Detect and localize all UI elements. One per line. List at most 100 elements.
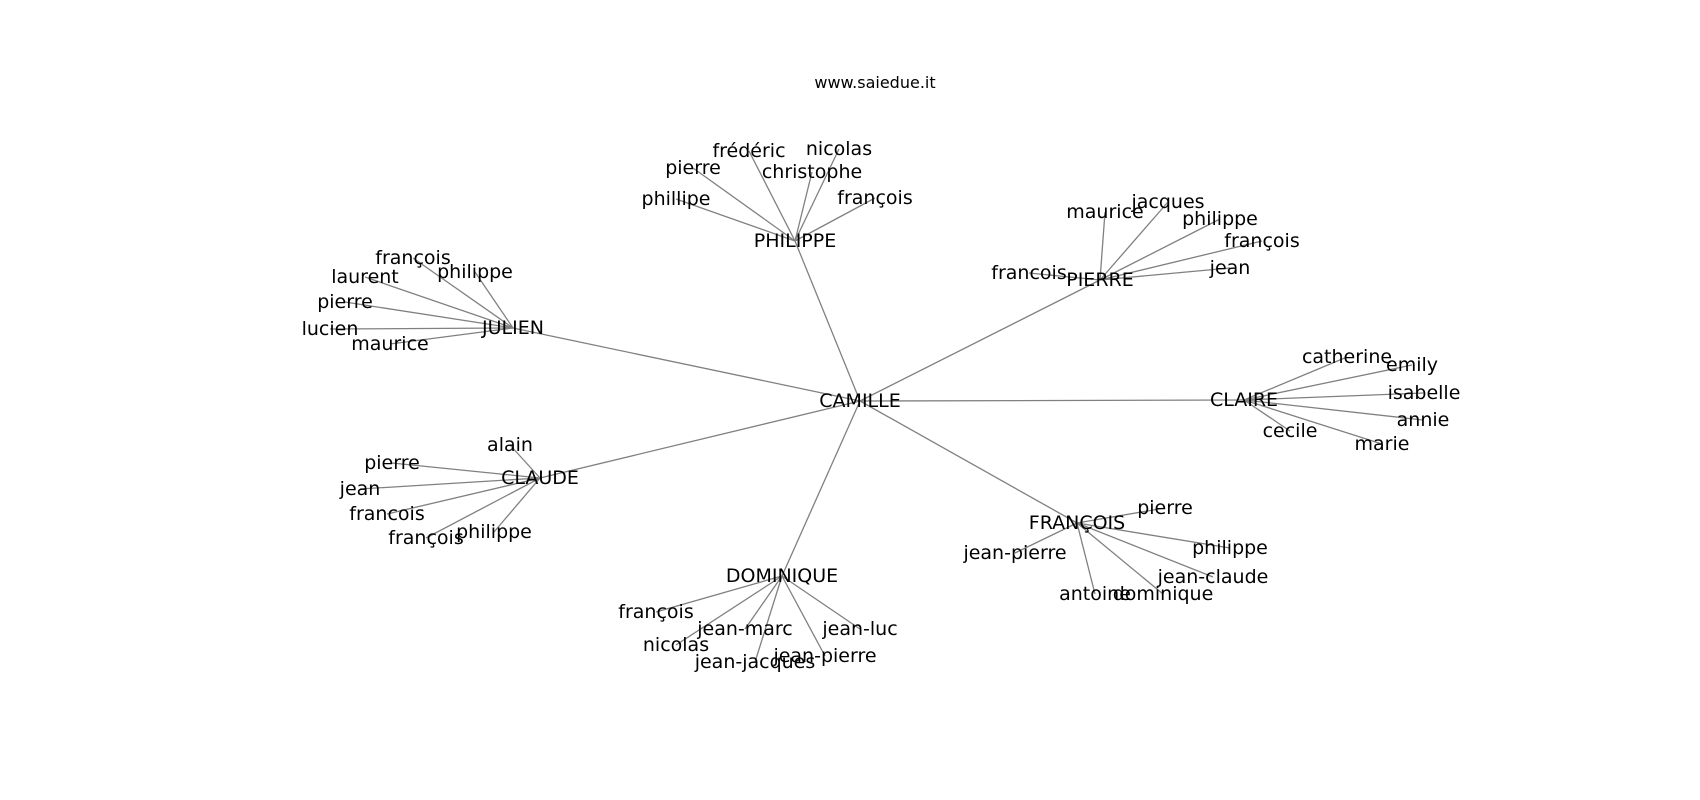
leaf-node-label: laurent: [331, 266, 399, 288]
edge-hub-to-leaf: [1099, 218, 1221, 281]
leaf-node-label: catherine: [1302, 346, 1392, 368]
edge-hub-to-leaf: [675, 198, 796, 242]
hub-node-label: JULIEN: [481, 317, 544, 339]
edge-hub-to-leaf: [359, 477, 541, 490]
edge-hub-to-leaf: [1243, 356, 1348, 401]
leaf-node-label: pierre: [1137, 497, 1193, 519]
edge-center-to-hub: [859, 399, 1245, 402]
leaf-node-label: frédéric: [712, 140, 785, 162]
leaf-node-label: pierre: [665, 157, 721, 179]
edge-center-to-hub: [859, 279, 1101, 402]
leaf-node-label: jacques: [1130, 191, 1204, 213]
edge-center-to-hub: [859, 400, 1078, 524]
leaf-node-label: françois: [837, 187, 912, 209]
leaf-node-label: marie: [1355, 433, 1410, 455]
edge-center-to-hub: [794, 240, 861, 402]
edge-hub-to-leaf: [1076, 522, 1096, 595]
edge-hub-to-leaf: [1243, 399, 1291, 432]
edge-center-to-hub: [512, 327, 861, 402]
edge-hub-to-leaf: [1076, 522, 1164, 595]
leaf-node-label: jean-luc: [821, 618, 897, 640]
leaf-node-label: alain: [487, 434, 533, 456]
leaf-node-label: annie: [1397, 409, 1450, 431]
hub-node-label: CLAIRE: [1210, 389, 1278, 411]
edge-hub-to-leaf: [474, 271, 514, 329]
leaf-node-label: cecile: [1263, 420, 1318, 442]
leaf-node-label: nicolas: [806, 138, 872, 160]
edge-hub-to-leaf: [1099, 240, 1263, 281]
edge-hub-to-leaf: [1099, 201, 1169, 281]
hub-node-label: DOMINIQUE: [726, 565, 838, 587]
leaf-node-label: pierre: [317, 291, 373, 313]
edge-hub-to-leaf: [1243, 392, 1425, 401]
leaf-node-label: pierre: [364, 452, 420, 474]
label-layer: phillipepierrefrédéricchristophenicolasf…: [302, 138, 1461, 673]
leaf-node-label: philippe: [1182, 208, 1258, 230]
edge-center-to-hub: [781, 400, 861, 577]
edge-hub-to-leaf: [794, 148, 840, 242]
leaf-node-label: françois: [1224, 230, 1299, 252]
edge-hub-to-leaf: [1076, 522, 1214, 578]
leaf-node-label: françois: [388, 527, 463, 549]
center-node-label: CAMILLE: [819, 390, 900, 412]
leaf-node-label: isabelle: [1388, 382, 1461, 404]
edge-hub-to-leaf: [655, 575, 783, 613]
edge-hub-to-leaf: [1099, 267, 1231, 281]
edge-hub-to-leaf: [329, 327, 514, 330]
edge-hub-to-leaf: [692, 167, 796, 242]
leaf-node-label: philippe: [1192, 537, 1268, 559]
edge-hub-to-leaf: [1243, 399, 1424, 421]
leaf-node-label: antoine: [1059, 583, 1131, 605]
edge-hub-to-leaf: [1028, 272, 1101, 281]
edge-hub-to-leaf: [1014, 522, 1078, 554]
edge-hub-to-leaf: [386, 477, 541, 515]
leaf-node-label: françois: [375, 247, 450, 269]
hub-node-label: PIERRE: [1066, 269, 1133, 291]
leaf-node-label: jean-claude: [1157, 566, 1269, 588]
leaf-node-label: emily: [1386, 354, 1438, 376]
edge-hub-to-leaf: [675, 575, 783, 646]
leaf-node-label: nicolas: [643, 634, 709, 656]
leaf-node-label: francois: [991, 262, 1066, 284]
edge-hub-to-leaf: [1099, 211, 1106, 281]
edge-hub-to-leaf: [794, 197, 876, 242]
edge-hub-to-leaf: [389, 327, 514, 345]
edge-hub-to-leaf: [748, 150, 796, 242]
edge-hub-to-leaf: [744, 575, 783, 630]
hub-node-label: FRANÇOIS: [1029, 512, 1125, 534]
edge-hub-to-leaf: [781, 575, 826, 657]
edge-hub-to-leaf: [509, 444, 541, 479]
leaf-node-label: jean: [339, 478, 381, 500]
leaf-node-label: jean-pierre: [962, 542, 1066, 564]
leaf-node-label: phillipe: [642, 188, 711, 210]
hub-node-label: CLAUDE: [501, 467, 579, 489]
leaf-node-label: jean-marc: [696, 618, 793, 640]
edge-hub-to-leaf: [1243, 399, 1383, 445]
edge-hub-to-leaf: [425, 477, 541, 539]
edge-hub-to-leaf: [754, 575, 783, 663]
hub-node-label: PHILIPPE: [754, 230, 836, 252]
leaf-node-label: dominique: [1113, 583, 1214, 605]
edge-hub-to-leaf: [794, 171, 813, 242]
edge-hub-to-leaf: [1076, 507, 1166, 524]
edge-hub-to-leaf: [344, 301, 514, 329]
edge-hub-to-leaf: [412, 257, 514, 329]
leaf-node-label: christophe: [762, 161, 862, 183]
leaf-node-label: philippe: [456, 521, 532, 543]
edge-hub-to-leaf: [781, 575, 861, 630]
edge-layer: [329, 148, 1425, 663]
leaf-node-label: jean-jacques: [694, 651, 816, 673]
leaf-node-label: françois: [618, 601, 693, 623]
leaf-node-label: jean-pierre: [772, 645, 876, 667]
leaf-node-label: lucien: [302, 318, 359, 340]
leaf-node-label: francois: [349, 503, 424, 525]
edge-hub-to-leaf: [391, 462, 541, 479]
edge-hub-to-leaf: [493, 477, 541, 533]
edge-hub-to-leaf: [364, 276, 514, 329]
chart-title: www.saiedue.it: [814, 73, 935, 92]
edge-hub-to-leaf: [1076, 522, 1231, 549]
edge-center-to-hub: [539, 400, 861, 479]
leaf-node-label: jean: [1209, 257, 1251, 279]
edge-hub-to-leaf: [1243, 364, 1413, 401]
leaf-node-label: philippe: [437, 261, 513, 283]
